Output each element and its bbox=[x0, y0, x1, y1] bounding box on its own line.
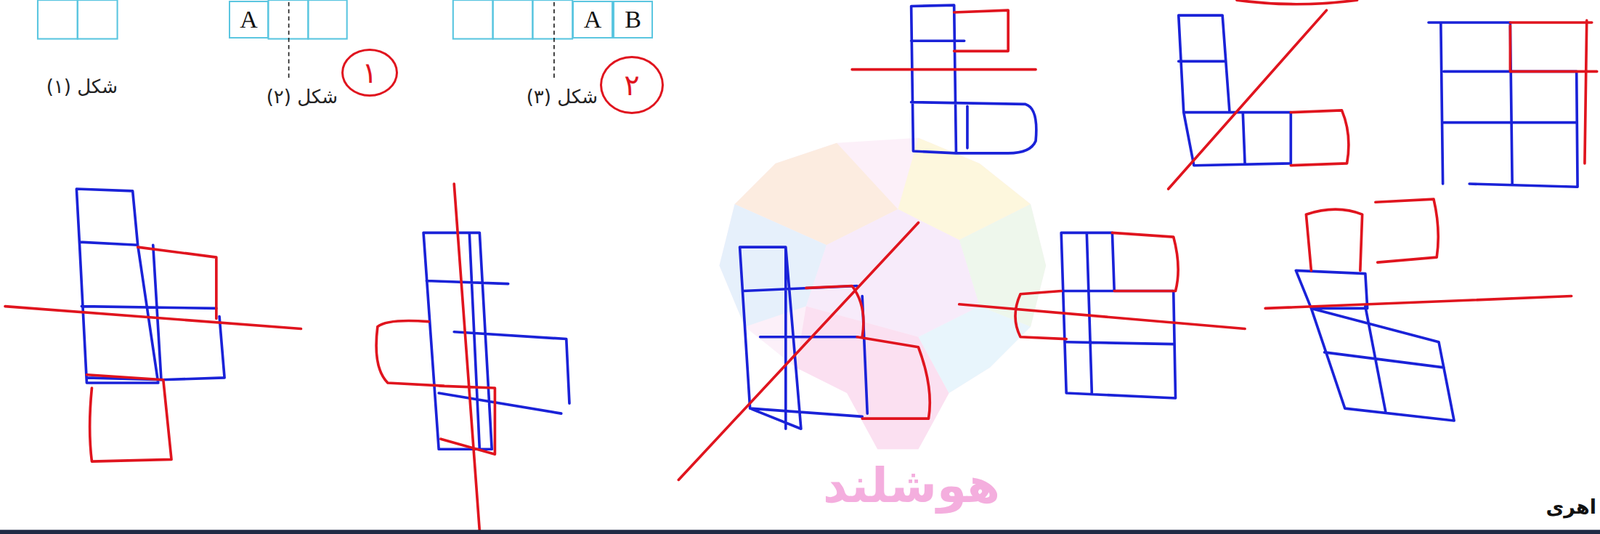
cut-off-text: اهری bbox=[1545, 495, 1597, 518]
cell-letter: A bbox=[239, 5, 258, 34]
net-cell: A bbox=[228, 0, 269, 39]
figure-caption: شکل (۲) bbox=[266, 85, 338, 108]
figure-caption: شکل (۱) bbox=[46, 75, 118, 98]
figure-caption: شکل (۳) bbox=[526, 85, 598, 108]
cell-letter: A bbox=[583, 5, 603, 34]
circled-number: ۲ bbox=[599, 55, 664, 115]
watermark-logo bbox=[719, 137, 1047, 450]
callout-number: ۲ bbox=[623, 68, 640, 102]
callout-number: ۱ bbox=[361, 55, 377, 90]
watermark: هوشلند bbox=[822, 457, 1001, 514]
net-cell: B bbox=[612, 0, 653, 39]
circled-number: ۱ bbox=[341, 48, 399, 97]
net-cell: A bbox=[572, 0, 613, 39]
cell-letter: B bbox=[624, 5, 642, 34]
